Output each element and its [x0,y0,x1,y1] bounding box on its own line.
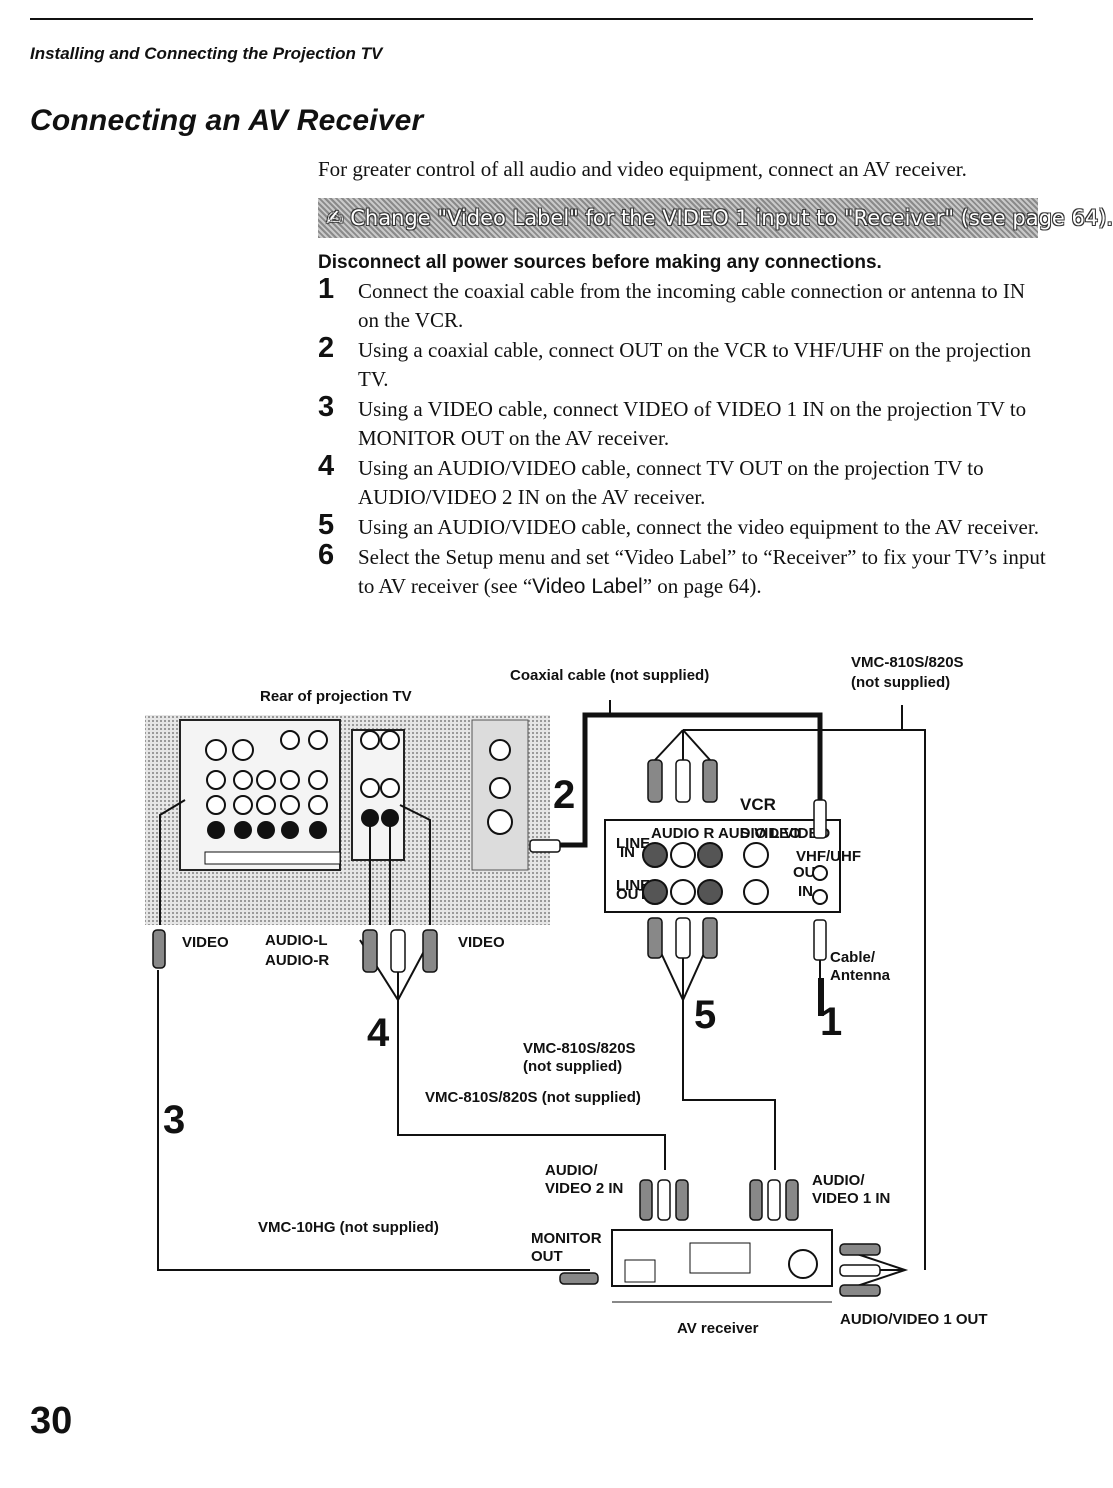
step-text: Connect the coaxial cable from the incom… [358,279,1026,332]
step-2: 2 Using a coaxial cable, connect OUT on t… [318,332,1048,394]
steps-list: 1 Connect the coaxial cable from the inco… [318,273,1048,602]
vcr-in-label: IN [798,883,813,900]
diagram-step-marker: 1 [820,1000,842,1044]
video-left-label: VIDEO [182,934,229,951]
vcr-label: VCR [740,795,776,814]
cable-antenna-label-2: Antenna [830,967,891,984]
vmc-mid-label-1: VMC-810S/820S [523,1040,636,1057]
vcr-line-in-label-2: IN [620,844,635,861]
monitor-out-label-2: OUT [531,1248,563,1265]
av2-in-label-1: AUDIO/ [545,1162,598,1179]
page-number: 30 [30,1400,73,1442]
running-header: Installing and Connecting the Projection… [30,44,383,63]
diagram-step-marker: 2 [553,773,575,817]
vcr-line-out-label-1: LINE [616,877,650,894]
cable-plugs [152,759,881,1297]
step-text: Select the Setup menu and set “Video Lab… [358,545,1046,598]
warning-text: Disconnect all power sources before maki… [318,252,882,273]
intro-text: For greater control of all audio and vid… [318,157,967,181]
av1-in-label-2: VIDEO 1 IN [812,1190,890,1207]
coaxial-label: Coaxial cable (not supplied) [510,667,709,684]
step-text: Using an AUDIO/VIDEO cable, connect the … [358,515,1039,539]
vcr-line-out-label-2: OUT [616,886,648,903]
step-number: 5 [318,509,335,541]
diagram-step-marker: 4 [367,1011,390,1055]
monitor-out-label-1: MONITOR [531,1230,602,1247]
step-number: 2 [318,332,335,364]
step-number: 3 [318,391,335,423]
step-1: 1 Connect the coaxial cable from the inco… [318,273,1048,335]
step-1-bar [818,978,824,1016]
vcr-vhfuhf-label: VHF/UHF [796,848,861,865]
cables [157,700,926,1291]
step-number: 6 [318,539,335,571]
vmc-mid-label-2: (not supplied) [523,1058,622,1075]
vcr-line-in-label-1: LINE [616,835,650,852]
page-title: Connecting an AV Receiver [30,104,424,137]
av1-out-label: AUDIO/VIDEO 1 OUT [840,1311,988,1328]
av-receiver-label: AV receiver [677,1320,759,1337]
video-right-label: VIDEO [458,934,505,951]
step-3: 3 Using a VIDEO cable, connect VIDEO of V… [318,391,1048,453]
vcr-jack-labels: AUDIO R AUDIO L VIDEO [651,825,831,842]
av-receiver-device [611,1229,833,1303]
step-5: 5 Using an AUDIO/VIDEO cable, connect the… [318,509,1048,542]
step-text-part: ” on page 64). [642,574,762,598]
vmc10hg-label: VMC-10HG (not supplied) [258,1219,439,1236]
tv-jacks [204,730,513,865]
step-text: Using a coaxial cable, connect OUT on th… [358,338,1032,391]
audio-l-label: AUDIO-L [265,932,328,949]
vmc-top-label-2: (not supplied) [851,674,950,691]
connection-diagram: VCR AUDIO R AUDIO L VIDEO S VIDEO LINE I… [145,654,988,1337]
audio-r-label: AUDIO-R [265,952,329,969]
step-text-part: Select the Setup menu and set “Video Lab… [358,545,1046,598]
step-text-inline-label: Video Label [532,575,643,598]
note-banner: ✍ Change "Video Label" for the VIDEO 1 i… [318,198,1113,238]
vcr-device: VCR AUDIO R AUDIO L VIDEO S VIDEO LINE I… [604,795,861,913]
top-rule [30,18,1033,20]
vmc-long-label: VMC-810S/820S (not supplied) [425,1089,641,1106]
av1-in-label-1: AUDIO/ [812,1172,865,1189]
step-6: 6 Select the Setup menu and set “Video La… [318,539,1048,601]
note-text: ✍ Change "Video Label" for the VIDEO 1 i… [326,206,1113,230]
step-4: 4 Using an AUDIO/VIDEO cable, connect TV … [318,450,1048,512]
vmc-top-label-1: VMC-810S/820S [851,654,964,671]
step-text: Using an AUDIO/VIDEO cable, connect TV O… [358,456,984,509]
rear-tv-label: Rear of projection TV [260,688,412,705]
cable-antenna-label-1: Cable/ [830,949,876,966]
step-number: 4 [318,450,335,482]
vcr-svideo-label: S VIDEO [740,825,801,842]
step-number: 1 [318,273,335,305]
av2-in-label-2: VIDEO 2 IN [545,1180,623,1197]
step-text: Using a VIDEO cable, connect VIDEO of VI… [358,397,1027,450]
diagram-step-marker: 3 [163,1098,185,1142]
diagram-step-marker: 5 [694,993,716,1037]
